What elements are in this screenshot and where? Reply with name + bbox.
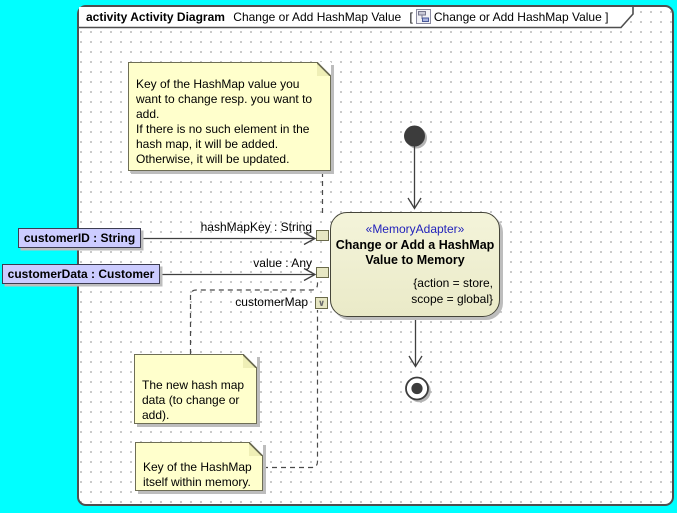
action-name-line: Change or Add a HashMap: [335, 238, 495, 252]
note-line: data (to change or: [142, 393, 240, 407]
pin-label-customermap[interactable]: customerMap: [235, 295, 308, 309]
note-line: The new hash map: [142, 378, 245, 392]
input-pin-hashmapkey[interactable]: [316, 230, 329, 241]
action-constraint-line: scope = global}: [411, 292, 493, 306]
frame-title: activity Activity Diagram Change or Add …: [86, 7, 608, 28]
note-line: Key of the HashMap value you: [136, 77, 300, 91]
note-memory-key[interactable]: Key of the HashMap itself within memory.: [135, 442, 263, 491]
activity-diagram-icon: [415, 9, 431, 30]
action-name-line: Value to Memory: [365, 253, 465, 267]
action-node-change-or-add-hashmap[interactable]: «MemoryAdapter» Change or Add a HashMap …: [330, 212, 500, 317]
note-line: Key of the HashMap: [143, 460, 252, 474]
input-pin-customermap[interactable]: ∨: [315, 297, 328, 309]
note-line: add).: [142, 408, 170, 422]
object-node-customer-data[interactable]: customerData : Customer: [2, 264, 160, 284]
frame-title-ref: Change or Add HashMap Value: [433, 10, 602, 24]
input-pin-value[interactable]: [316, 267, 329, 278]
frame-title-keyword: activity Activity Diagram: [86, 10, 225, 24]
object-node-customer-id[interactable]: customerID : String: [18, 228, 141, 248]
note-new-data[interactable]: The new hash map data (to change or add)…: [134, 354, 257, 424]
frame-title-name: Change or Add HashMap Value: [233, 10, 402, 24]
note-line: Otherwise, it will be updated.: [136, 152, 290, 166]
pin-label-value[interactable]: value : Any: [253, 256, 312, 270]
action-constraint-line: {action = store,: [413, 276, 493, 290]
note-line: itself within memory.: [143, 475, 251, 489]
note-line: hash map, it will be added.: [136, 137, 279, 151]
note-line: add.: [136, 107, 160, 121]
frame-title-bracket-close: ]: [605, 10, 609, 24]
action-stereotype: «MemoryAdapter»: [365, 222, 465, 236]
pin-label-hashmapkey[interactable]: hashMapKey : String: [200, 220, 312, 234]
frame-title-bracket-open: [: [409, 10, 413, 24]
note-line: If there is no such element in the: [136, 122, 310, 136]
note-key-description[interactable]: Key of the HashMap value you want to cha…: [128, 62, 331, 171]
note-line: want to change resp. you want to: [136, 92, 313, 106]
chevron-down-icon: ∨: [317, 298, 326, 308]
